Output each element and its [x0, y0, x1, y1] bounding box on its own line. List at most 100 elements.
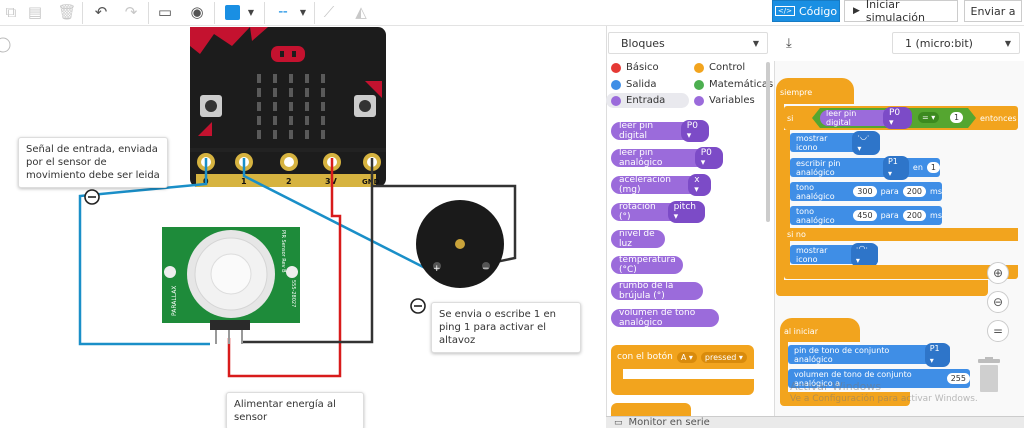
pin-select[interactable]: P1 ▾ — [924, 342, 950, 367]
palette-block-button-event[interactable]: con el botón A ▾ pressed ▾ — [611, 345, 754, 369]
pin-select[interactable]: P1 ▾ — [882, 155, 909, 180]
forever-block-foot — [776, 280, 988, 296]
led — [321, 130, 325, 139]
pir-code: 555-28027 — [290, 280, 296, 307]
note-icon[interactable]: ▭ — [157, 3, 173, 21]
power-wire[interactable] — [227, 158, 342, 378]
button-select[interactable]: A ▾ — [676, 351, 697, 363]
palette-block[interactable]: rumbo de la brújula (°) — [611, 281, 703, 301]
ground-wire[interactable] — [242, 158, 517, 344]
write-analog-block[interactable]: escribir pin analógico P1 ▾ en 1 — [790, 155, 940, 180]
pin-select[interactable]: P0 ▾ — [882, 107, 912, 129]
zoom-out-button[interactable]: ⊖ — [987, 291, 1009, 313]
palette-block-partial[interactable] — [611, 403, 691, 416]
download-icon[interactable]: ⤓ — [786, 36, 792, 51]
palette-block-select[interactable]: pitch ▾ — [667, 201, 705, 223]
palette-block[interactable]: rotación (°) pitch ▾ — [611, 201, 705, 223]
palette-block[interactable]: temperatura (°C) — [611, 255, 683, 275]
palette-scrollbar[interactable] — [766, 62, 770, 222]
category-0[interactable]: Básico — [611, 62, 659, 73]
paste-icon[interactable]: ▤ — [27, 3, 43, 21]
show-icon-block-else[interactable]: mostrar icono ·◠· ▾ — [790, 242, 878, 267]
category-3[interactable]: Matemáticas — [694, 79, 773, 90]
palette-block-label: rotación (°) — [619, 202, 656, 222]
blocks-dropdown[interactable]: Bloques ▼ — [608, 32, 768, 54]
state-select[interactable]: pressed ▾ — [700, 351, 747, 363]
unit-label: ms — [930, 211, 942, 220]
blocks-dropdown-label: Bloques — [621, 36, 665, 50]
device-dropdown[interactable]: 1 (micro:bit) ▼ — [892, 32, 1020, 54]
compare-value-input[interactable]: 1 — [950, 112, 964, 123]
copy-icon[interactable]: ⧉ — [5, 3, 17, 21]
rotate-icon[interactable]: ⟋ — [323, 3, 335, 21]
read-digital-block[interactable]: leer pin digital P0 ▾ — [820, 107, 912, 129]
speaker-note[interactable]: Se envia o escribe 1 en ping 1 para acti… — [431, 302, 581, 353]
microbit-board[interactable] — [190, 27, 386, 187]
on-start-block-head[interactable] — [780, 318, 860, 342]
operator-select[interactable]: = ▾ — [918, 112, 940, 123]
write-value-input[interactable]: 1 — [926, 162, 940, 173]
palette-block-select[interactable]: x ▾ — [688, 174, 711, 196]
if-label: si — [787, 114, 794, 123]
note-marker-icon[interactable] — [84, 189, 100, 205]
else-section — [784, 228, 1018, 241]
trash-icon[interactable]: 🗑 — [57, 3, 77, 21]
piezo-buzzer[interactable] — [416, 200, 504, 288]
duration-input[interactable]: 200 — [902, 210, 927, 221]
zoom-in-button[interactable]: ⊕ — [987, 262, 1009, 284]
notes-toggle-icon[interactable]: ◉ — [190, 3, 204, 21]
zoom-reset-button[interactable]: = — [987, 320, 1009, 342]
divider — [214, 2, 215, 24]
color-picker-swatch[interactable] — [225, 5, 240, 20]
note-marker-icon[interactable] — [410, 298, 426, 314]
chevron-down-icon[interactable]: ▼ — [299, 7, 307, 17]
pir-brand: PARALLAX — [171, 286, 178, 316]
on-start-arm — [780, 342, 788, 392]
show-icon-label: mostrar icono — [796, 133, 828, 152]
power-note[interactable]: Alimentar energía al sensor — [226, 392, 364, 428]
code-button[interactable]: </> Código — [772, 0, 840, 22]
chevron-down-icon[interactable]: ▼ — [247, 7, 255, 17]
category-2[interactable]: Salida — [611, 79, 657, 90]
input-signal-note[interactable]: Señal de entrada, enviada por el sensor … — [18, 137, 168, 188]
palette-block[interactable]: volumen de tono analógico — [611, 308, 719, 328]
canvas-handle[interactable] — [0, 37, 11, 53]
send-to-button[interactable]: Enviar a — [964, 0, 1022, 22]
serial-monitor-bar[interactable]: ▭ Monitor en serie — [606, 416, 1024, 428]
volume-input[interactable]: 255 — [946, 373, 970, 384]
set-pin-label: pin de tono de conjunto analógico — [794, 345, 890, 364]
tone-block-1[interactable]: tono analógico 300 para 200 ms — [790, 182, 942, 201]
set-tone-pin-block[interactable]: pin de tono de conjunto analógico P1 ▾ — [788, 342, 950, 367]
mirror-icon[interactable]: ◭ — [355, 3, 367, 21]
palette-block[interactable]: aceleración (mg)x ▾ — [611, 174, 711, 196]
palette-block-select[interactable]: P0 ▾ — [694, 147, 723, 169]
sad-icon[interactable]: ·◠· ▾ — [850, 242, 878, 267]
frequency-input[interactable]: 300 — [853, 186, 877, 197]
forever-block-head[interactable] — [776, 78, 854, 104]
wire-style-icon[interactable]: ╌ — [278, 3, 288, 21]
category-4[interactable]: Entrada — [611, 95, 665, 106]
category-dot — [694, 79, 704, 90]
workspace-trash-icon[interactable] — [976, 357, 1002, 393]
category-1[interactable]: Control — [694, 62, 745, 73]
frequency-input[interactable]: 450 — [853, 210, 877, 221]
tone-block-2[interactable]: tono analógico 450 para 200 ms — [790, 206, 942, 225]
redo-icon[interactable]: ↷ — [124, 3, 138, 21]
signal-wire[interactable] — [78, 158, 210, 346]
category-5[interactable]: Variables — [694, 95, 755, 106]
zoom-in-icon: ⊕ — [992, 266, 1004, 280]
palette-block-select[interactable]: P0 ▾ — [680, 120, 709, 142]
led — [257, 74, 261, 83]
if-block-arm — [784, 130, 790, 228]
smile-icon[interactable]: ·◡· ▾ — [852, 130, 880, 155]
palette-block[interactable]: nivel de luz — [611, 229, 665, 249]
show-icon-block[interactable]: mostrar icono ·◡· ▾ — [790, 130, 880, 155]
start-simulation-button[interactable]: ▶ Iniciar simulación — [844, 0, 958, 24]
pir-sensor[interactable] — [162, 227, 300, 344]
undo-icon[interactable]: ↶ — [94, 3, 108, 21]
duration-input[interactable]: 200 — [902, 186, 927, 197]
set-volume-block[interactable]: volumen de tono de conjunto analógico a … — [788, 369, 970, 388]
